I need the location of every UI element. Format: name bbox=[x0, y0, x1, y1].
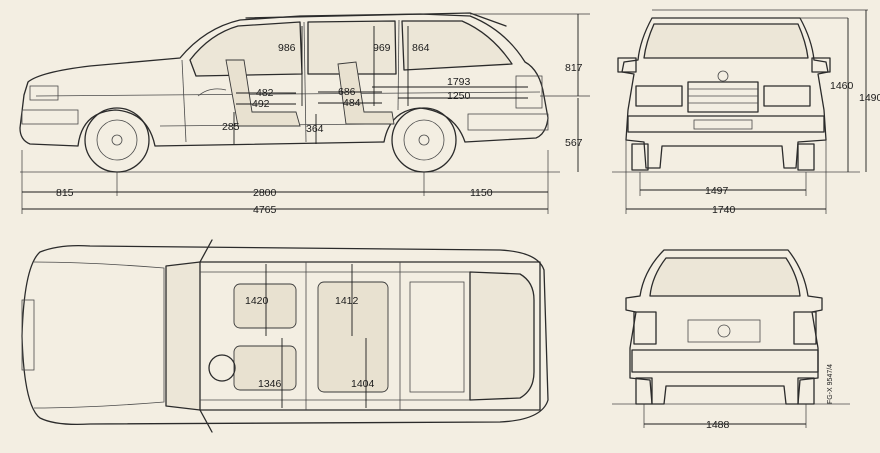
front-grille bbox=[687, 81, 759, 113]
windshield bbox=[643, 23, 809, 59]
side-view: 986 969 864 482 492 285 686 484 364 1793… bbox=[19, 12, 590, 216]
dim-seat-height-front: 285 bbox=[222, 121, 240, 133]
hood-outline bbox=[33, 261, 165, 409]
dim-front-hip-width: 1346 bbox=[258, 378, 282, 390]
steering-wheel-ghost bbox=[197, 88, 227, 97]
dim-rear-leg-2: 484 bbox=[343, 97, 361, 109]
b-pillar-cut bbox=[303, 21, 307, 143]
side-taillamp bbox=[515, 75, 543, 109]
rear-seat-ghost bbox=[337, 61, 395, 125]
dim-front-leg-2: 492 bbox=[252, 98, 270, 110]
front-bumper-face bbox=[627, 115, 825, 133]
top-view: 1420 1412 1346 1404 bbox=[21, 239, 549, 433]
front-body-outline bbox=[621, 17, 829, 169]
top-front-bumper bbox=[21, 299, 35, 371]
rear-bumper bbox=[467, 113, 549, 131]
right-headlamp bbox=[763, 85, 811, 107]
top-windshield bbox=[165, 261, 201, 411]
dim-wheelbase: 2800 bbox=[253, 187, 277, 199]
front-view: 1460 1490 1497 1740 bbox=[612, 9, 880, 216]
side-headlamp bbox=[29, 85, 59, 101]
top-steering-wheel bbox=[208, 354, 236, 382]
dim-rear-leg-1: 686 bbox=[338, 86, 356, 98]
dim-headroom-rear: 969 bbox=[373, 42, 391, 54]
dim-overall-height: 1460 bbox=[830, 80, 854, 92]
rear-wheel-rim bbox=[403, 119, 445, 161]
rear-view: 1488 FG-X 9547/4 bbox=[612, 249, 850, 431]
top-rear-window bbox=[469, 271, 535, 401]
left-taillamp bbox=[633, 311, 657, 345]
roof-rails-top bbox=[200, 271, 470, 401]
dim-headroom-front: 986 bbox=[278, 42, 296, 54]
front-left-tyre bbox=[631, 143, 649, 171]
dim-front-leg-1: 482 bbox=[256, 87, 274, 99]
dim-roof-height: 817 bbox=[565, 62, 583, 74]
rear-bench-seat bbox=[317, 281, 389, 393]
left-mirror bbox=[617, 57, 637, 73]
cargo-window bbox=[401, 20, 513, 71]
dim-cargo-length-2: 1250 bbox=[447, 90, 471, 102]
dim-overall-width: 1740 bbox=[712, 204, 736, 216]
front-wheel-rim bbox=[96, 119, 138, 161]
dim-rear-shoulder-width: 1412 bbox=[335, 295, 359, 307]
front-bumper bbox=[21, 109, 79, 125]
rear-body-outline bbox=[625, 249, 823, 405]
front-left-seat bbox=[233, 283, 297, 329]
rear-wheel bbox=[391, 107, 457, 173]
front-wheel bbox=[84, 107, 150, 173]
dim-seat-height-rear: 364 bbox=[306, 123, 324, 135]
cargo-floor bbox=[409, 281, 465, 393]
dim-rear-overhang: 1150 bbox=[470, 187, 493, 199]
front-right-seat bbox=[233, 345, 297, 391]
left-headlamp bbox=[635, 85, 683, 107]
dim-height-with-rails: 1490 bbox=[859, 92, 880, 104]
left-a-pillar bbox=[199, 239, 213, 263]
tailgate-star-emblem bbox=[717, 324, 731, 338]
top-body-outline bbox=[21, 244, 549, 426]
dim-front-shoulder-width: 1420 bbox=[245, 295, 269, 307]
c-pillar-cut bbox=[397, 19, 400, 111]
dim-ground-to-belt: 567 bbox=[565, 137, 583, 149]
dim-front-overhang: 815 bbox=[56, 187, 74, 199]
front-door-window bbox=[189, 21, 303, 77]
rear-window bbox=[649, 257, 801, 297]
dim-cargo-length-1: 1793 bbox=[447, 76, 471, 88]
dim-headroom-cargo: 864 bbox=[412, 42, 430, 54]
roof-rail bbox=[245, 12, 507, 27]
front-right-tyre bbox=[797, 143, 815, 171]
dim-rear-track: 1488 bbox=[706, 419, 730, 431]
dim-overall-length: 4765 bbox=[253, 204, 277, 216]
rear-plate bbox=[687, 319, 761, 343]
drawing-code-label: FG-X 9547/4 bbox=[827, 364, 834, 404]
right-taillamp bbox=[793, 311, 817, 345]
roof-frame bbox=[199, 261, 541, 411]
right-mirror bbox=[811, 57, 831, 73]
dim-rear-hip-width: 1404 bbox=[351, 378, 375, 390]
dim-front-track: 1497 bbox=[705, 185, 729, 197]
right-a-pillar bbox=[199, 409, 213, 433]
rear-bumper-face bbox=[631, 349, 819, 373]
front-plate bbox=[693, 119, 753, 130]
hood-star-emblem bbox=[717, 70, 729, 82]
belt-line bbox=[35, 91, 541, 97]
front-seat-ghost bbox=[225, 59, 301, 127]
a-pillar-cut bbox=[181, 59, 187, 143]
